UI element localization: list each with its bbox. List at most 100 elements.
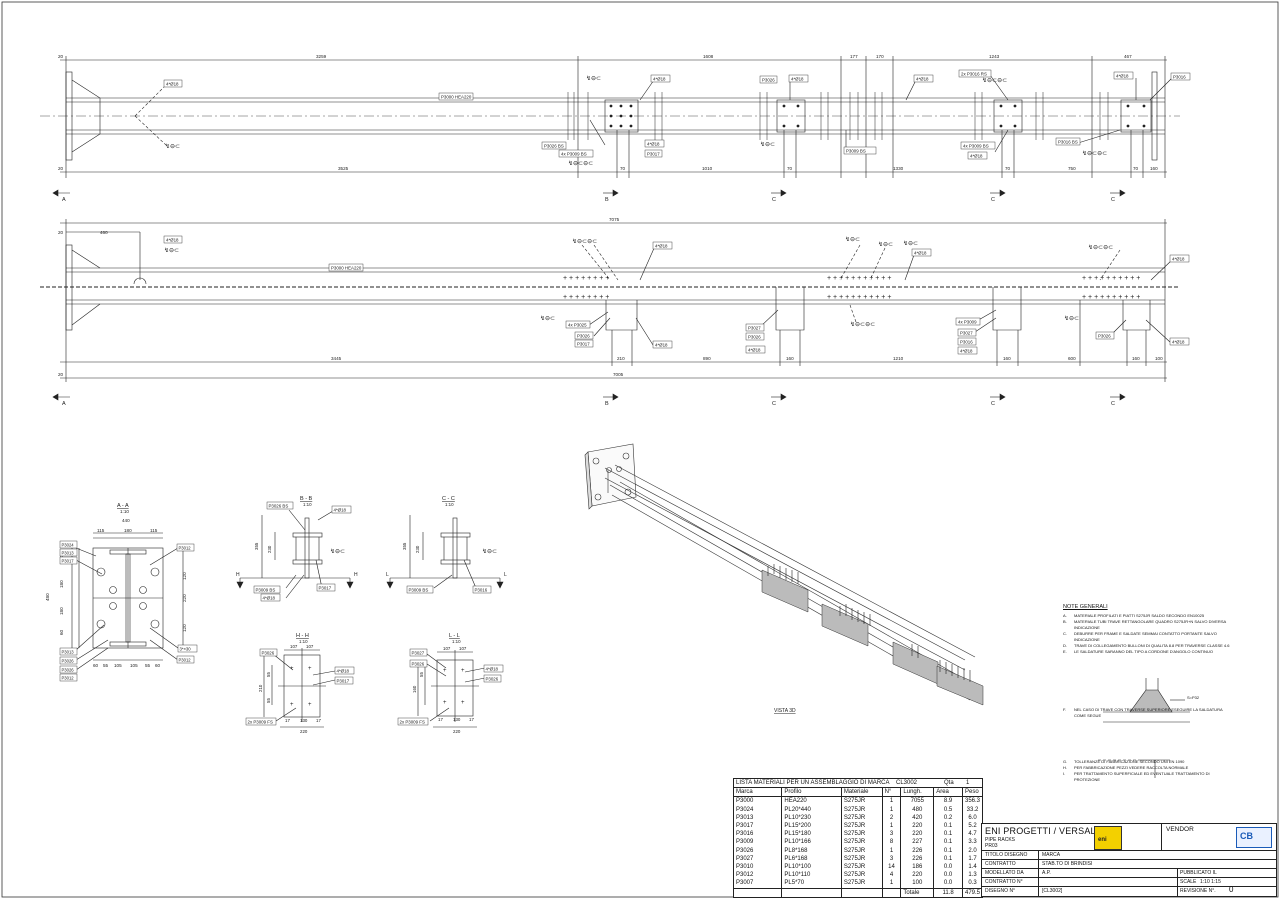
dim-bot-8: 160 xyxy=(1132,356,1140,361)
elevation-top-text: 3259 1608 177 170 1243 467 20 20 3525 70… xyxy=(58,54,1158,171)
bom-cell: 2.0 xyxy=(961,846,982,855)
note-item: G.TOLLERANZE DI FABBRICAZIONE SECONDO UN… xyxy=(1063,759,1185,764)
dim: 210 xyxy=(258,684,263,692)
callout: P3026 xyxy=(1098,334,1111,339)
callout: 4*Ø18 xyxy=(1116,74,1129,79)
dim: 180 xyxy=(59,580,64,588)
tb-label: TITOLO DISEGNO xyxy=(985,852,1028,858)
callout: 4*Ø18 xyxy=(970,154,983,159)
bom-cell: S275JR xyxy=(840,846,883,855)
divider xyxy=(982,886,1276,887)
bom-cell: 3 xyxy=(881,854,901,864)
callout: 4*Ø18 xyxy=(748,348,761,353)
bom-cell: PL10*110 xyxy=(781,871,842,880)
part-label: P3013 xyxy=(62,551,75,556)
bolt-holes-top xyxy=(609,104,1146,128)
svg-text:+ + + + + + + + + +: + + + + + + + + + + xyxy=(1082,294,1140,301)
view-3d-label: VISTA 3D xyxy=(774,708,796,714)
weld-symbol: ↯⊖⊂ xyxy=(878,241,893,248)
callout: P3017 xyxy=(577,342,590,347)
bom-cell: 0.3 xyxy=(961,879,982,889)
section-title: C - C xyxy=(442,496,455,502)
svg-text:+: + xyxy=(308,666,312,672)
dim: 55 xyxy=(266,698,271,703)
weld-symbol: ↯⊖⊂ xyxy=(845,236,860,243)
dim-bot-1: 3525 xyxy=(338,166,349,171)
bolt-plus-marks: + + + + + + + + + + + + + + + + + + + + … xyxy=(563,275,1140,301)
dim: 440 xyxy=(122,518,130,523)
dim: 130 xyxy=(300,718,308,723)
bom-cell: 3.3 xyxy=(961,838,982,847)
tb-label: DISEGNO N° xyxy=(985,888,1016,894)
dim-top-6: 467 xyxy=(1124,54,1132,59)
bom-cell: P3007 xyxy=(736,880,754,887)
dim: 55 xyxy=(419,672,424,677)
callout: P3027 xyxy=(960,331,973,336)
bom-cell: 1 xyxy=(881,879,901,889)
dim: 60 xyxy=(155,663,161,668)
part-label: 2x P3009 FS xyxy=(400,720,425,725)
callout: 4*Ø18 xyxy=(791,77,804,82)
part-label: 3*×30 xyxy=(180,647,192,652)
dim: 480 xyxy=(45,593,50,601)
bom-col-header: Materiale xyxy=(840,788,883,798)
tb-label: REVISIONE N°. xyxy=(1180,888,1216,894)
section-mark: C xyxy=(772,401,776,407)
cb-logo-text: CB xyxy=(1240,831,1253,841)
bom-cell: 14 xyxy=(881,863,901,872)
bom-cell: S275JR xyxy=(840,822,883,831)
part-label: P3026 xyxy=(412,662,425,667)
callout: P3016 BS xyxy=(1058,140,1078,145)
bom-cell: 0.0 xyxy=(933,879,963,889)
part-label: 4*Ø18 xyxy=(486,667,499,672)
note-item: C.DEBURRE PER FRAME E SALDATE SEMMAI CON… xyxy=(1063,631,1217,642)
section-mark: A xyxy=(62,197,66,203)
note-item: H.PER FABBRICAZIONE PEZZI VEDERE RACCOLT… xyxy=(1063,765,1189,770)
bom-cell: 227 xyxy=(900,838,934,847)
dim-end: 20 xyxy=(58,230,64,235)
section-a-a-holes xyxy=(96,567,160,629)
bom-total-row: Totale 11.8 479.5 xyxy=(734,887,982,897)
note-item: F.NEL CASO DI TRAVE CON TRAVERSE SUPERIO… xyxy=(1063,707,1223,718)
weld-symbol: ↯⊖⊂ xyxy=(540,315,555,322)
section-h-h xyxy=(263,648,336,728)
bom-cell: 1 xyxy=(881,822,901,831)
section-mark: C xyxy=(991,197,995,203)
section-b-b-text: B - B 1:10 355 230 H H P3026 BS 4*Ø18 P3… xyxy=(236,496,358,602)
profile-label: P3000 HEA220 xyxy=(441,95,472,100)
tb-value: 1:10 1:15 xyxy=(1200,879,1221,885)
tb-label: MODELLATO DA xyxy=(985,870,1024,876)
dim-bot-6: 160 xyxy=(1003,356,1011,361)
bom-cell: S275JR xyxy=(840,838,883,847)
dim-bot-9: 160 xyxy=(1150,166,1158,171)
note-item: I.PER TRATTAMENTO SUPERFICIALE ED EVENTU… xyxy=(1063,771,1210,782)
dim: 55 xyxy=(103,663,109,668)
dim-bot-3: 890 xyxy=(703,356,711,361)
dim: 17 xyxy=(285,718,290,723)
bom-cell: PL6*168 xyxy=(781,854,842,864)
weld-symbol: ↯⊖⊂⊖⊂ xyxy=(568,160,593,167)
dim: 60 xyxy=(93,663,99,668)
callout: 4*Ø18 xyxy=(166,238,179,243)
tb-label: CONTRATTO xyxy=(985,861,1016,867)
dim-460: 460 xyxy=(100,230,108,235)
divider xyxy=(982,877,1276,878)
section-mark: A xyxy=(62,401,66,407)
section-a-a-text: A - A 1:10 440 115 180 115 60 55 105 105… xyxy=(45,503,187,668)
part-label: 4*Ø18 xyxy=(334,508,347,513)
dim-bot-6: 70 xyxy=(1005,166,1011,171)
part-label: P3009 BS xyxy=(409,588,429,593)
dim: 107 xyxy=(306,644,314,649)
part-label: P3026 xyxy=(262,651,275,656)
callout: 4*Ø18 xyxy=(655,343,668,348)
svg-text:+ + + + + + + + + + +: + + + + + + + + + + + xyxy=(827,275,891,282)
section-marks-top: A B C C C xyxy=(62,197,1115,203)
bom-cell: 0.0 xyxy=(933,863,963,872)
elevation-bottom-callouts: P3000 HEA220 4*Ø18 ↯⊖⊂ 4*Ø18 4*Ø18 4*Ø18… xyxy=(163,235,1190,355)
part-label: P3009 BS xyxy=(256,588,276,593)
